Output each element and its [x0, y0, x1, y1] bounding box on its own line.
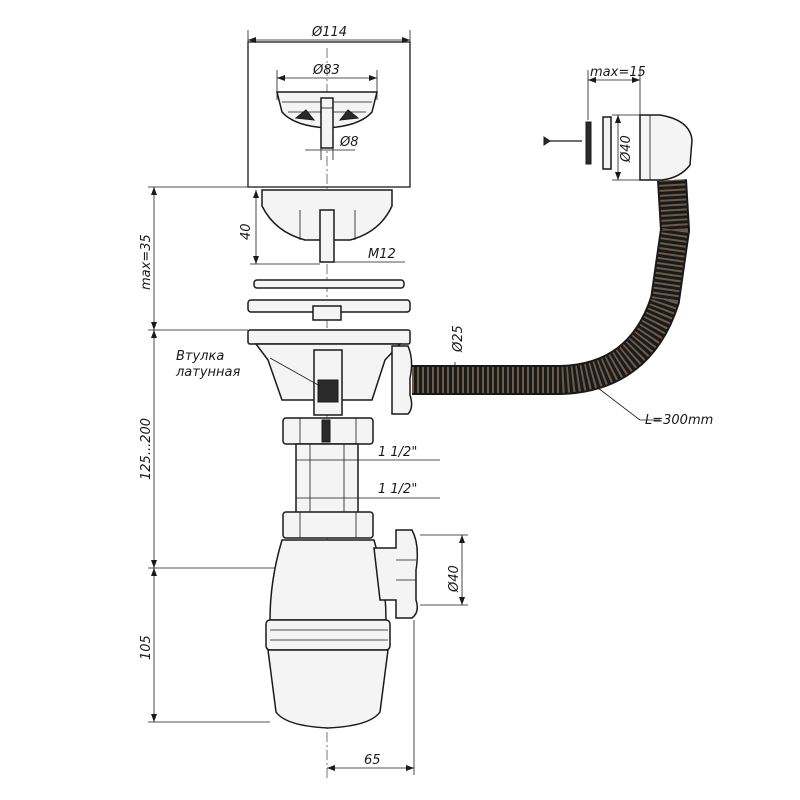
- bushing-label-2: латунная: [175, 365, 241, 380]
- overflow-head: [543, 70, 693, 181]
- dim-thread-upper: 1 1/2": [378, 445, 417, 460]
- dim-d83: Ø83: [312, 63, 340, 78]
- dim-m12: M12: [368, 247, 396, 262]
- dim-thread-lower: 1 1/2": [378, 482, 417, 497]
- dim-65: 65: [364, 753, 381, 768]
- dim-d114: Ø114: [311, 25, 347, 40]
- union-nut-upper: [282, 417, 374, 445]
- dim-d8: Ø8: [339, 135, 359, 150]
- strainer-box: [247, 30, 411, 188]
- dim-max15: max=15: [590, 65, 646, 80]
- union-nut-lower: [282, 511, 374, 539]
- flange-plates: [247, 279, 411, 345]
- trap-upper-body: [254, 343, 413, 416]
- dim-40-height: 40: [239, 223, 254, 240]
- outlet-elbow: [373, 529, 468, 619]
- bushing-label-1: Втулка: [176, 349, 224, 364]
- dim-d40-top: Ø40: [619, 135, 634, 163]
- dim-d25: Ø25: [451, 325, 466, 353]
- connecting-pipe: [295, 443, 440, 517]
- dim-105: 105: [139, 635, 154, 660]
- overflow-hose: [412, 179, 691, 395]
- dim-d40-outlet: Ø40: [447, 565, 462, 593]
- bottle-trap: [265, 539, 391, 729]
- dim-125-200: 125...200: [139, 418, 154, 480]
- drain-body: [250, 189, 405, 265]
- dim-length-300: L=300mm: [645, 413, 713, 428]
- dim-max35: max=35: [139, 234, 154, 290]
